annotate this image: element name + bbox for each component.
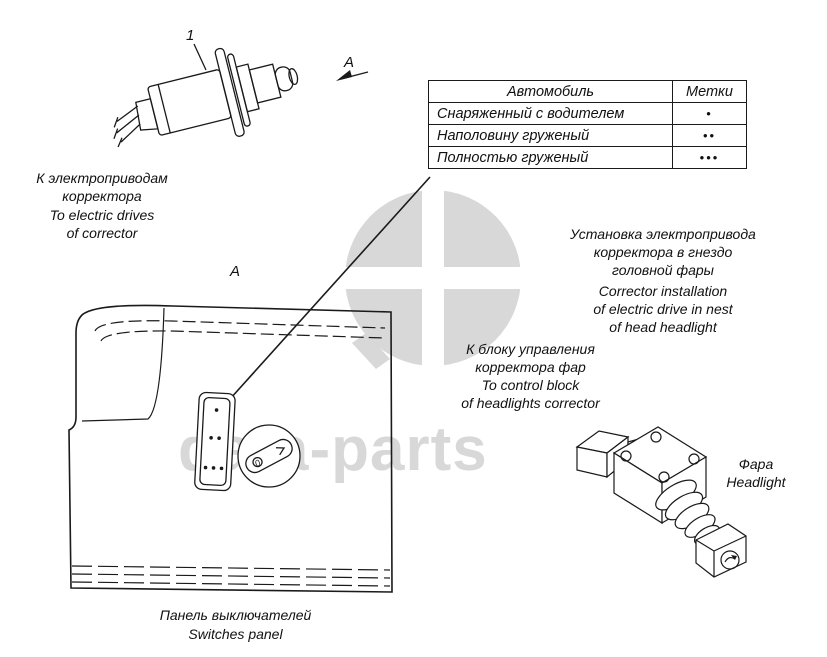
panel-bottom-line <box>71 581 391 587</box>
drives-label-ru: К электроприводам корректора <box>36 170 168 204</box>
control-block-label-ru: К блоку управления корректора фар <box>466 341 595 375</box>
table-row: Наполовину груженый •• <box>428 124 747 147</box>
vehicle-cell: Полностью груженый <box>428 146 673 169</box>
drive-nose <box>274 66 294 92</box>
panel-bottom-line <box>71 565 391 571</box>
mount-hole <box>658 471 670 483</box>
mark-dot <box>209 435 213 440</box>
wire <box>117 123 141 148</box>
table-header-row: Автомобиль Метки <box>428 80 747 103</box>
table-row: Полностью груженый ••• <box>428 146 747 169</box>
mount-hole <box>650 431 662 443</box>
installation-label-ru: Установка электропривода корректора в гн… <box>570 226 756 278</box>
col-header-marks: Метки <box>672 80 747 103</box>
mark-dot <box>214 408 219 412</box>
mount-hole <box>688 453 700 465</box>
wire <box>113 114 140 139</box>
corrector-drive-drawing <box>113 43 369 148</box>
panel-top-dashed-line <box>94 320 386 332</box>
mark-dot <box>217 436 221 441</box>
col-header-vehicle: Автомобиль <box>428 80 673 103</box>
drive-box-front <box>576 446 608 478</box>
marks-cell: • <box>672 102 747 125</box>
arrowhead <box>336 70 352 81</box>
mark-dot <box>203 465 208 470</box>
marks-cell: •• <box>672 124 747 147</box>
watermark-logo-icon <box>338 183 528 373</box>
mark-dot <box>219 466 224 471</box>
drive-body <box>147 69 232 136</box>
mark-dot <box>211 466 216 470</box>
load-marks-table: Автомобиль Метки Снаряженный с водителем… <box>428 80 747 169</box>
wire <box>113 105 139 128</box>
mount-hole <box>620 450 632 462</box>
headlight-drawing <box>575 426 747 578</box>
vehicle-cell: Наполовину груженый <box>428 124 673 147</box>
corrector-switch-plate[interactable] <box>194 391 236 492</box>
knob-arrow-icon <box>275 447 286 456</box>
adjuster-socket <box>720 550 740 570</box>
mount-flange <box>214 47 245 137</box>
marks-cell: ••• <box>672 146 747 169</box>
part-number-label: 1 <box>186 27 195 44</box>
control-block-label-en: To control block of headlights corrector <box>461 377 600 411</box>
panel-label-ru: Панель выключателей <box>159 607 312 623</box>
view-label: А <box>230 263 241 280</box>
headlight-label-ru: Фара <box>738 456 774 472</box>
panel-corner-step <box>81 307 165 422</box>
view-arrow-label: А <box>344 54 355 71</box>
panel-outline <box>68 304 393 593</box>
corrector-knob[interactable]: 0 <box>237 424 301 488</box>
panel-top-dashed-line <box>100 330 386 342</box>
headlight-label-en: Headlight <box>726 474 786 490</box>
panel-bottom-line <box>71 573 391 579</box>
adjuster-end-cap <box>695 523 747 578</box>
vehicle-cell: Снаряженный с водителем <box>428 102 673 125</box>
switches-panel-drawing <box>68 304 393 593</box>
drives-label-en: To electric drives of corrector <box>49 207 155 241</box>
knob-zero-mark: 0 <box>253 458 262 469</box>
table-row: Снаряженный с водителем • <box>428 102 747 125</box>
panel-label-en: Switches panel <box>188 626 283 642</box>
installation-label-en: Corrector installation of electric drive… <box>593 283 733 335</box>
pointer-line <box>229 176 431 400</box>
leader-line <box>193 43 207 71</box>
